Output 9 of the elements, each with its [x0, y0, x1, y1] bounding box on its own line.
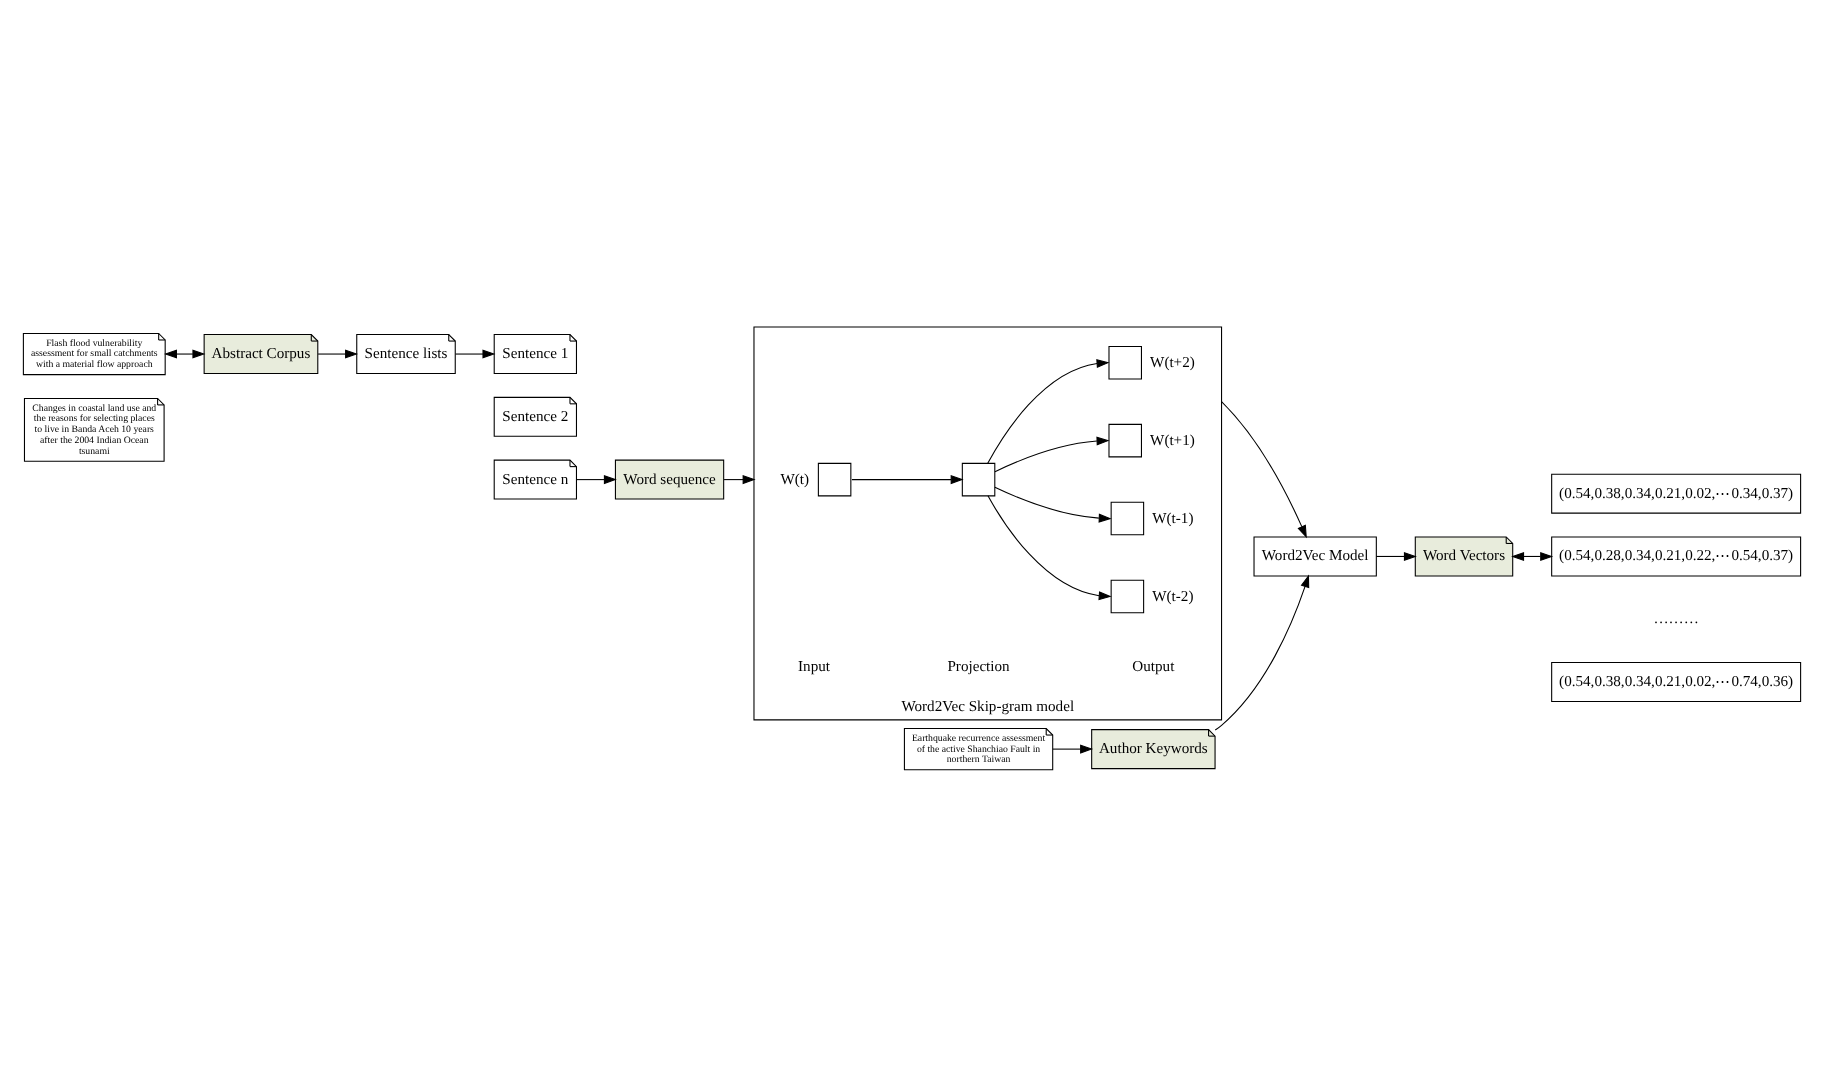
node-label: W(t+2) — [1150, 351, 1195, 370]
label: Output — [1132, 655, 1175, 674]
label: Projection — [947, 655, 1010, 674]
label: Input — [798, 655, 831, 674]
node-label: W(t) — [780, 468, 810, 487]
node-label: W(t-1) — [1152, 507, 1194, 526]
node-label: W(t+1) — [1150, 429, 1195, 448]
node-label: W(t-2) — [1152, 585, 1194, 604]
label: ……… — [1653, 608, 1699, 627]
